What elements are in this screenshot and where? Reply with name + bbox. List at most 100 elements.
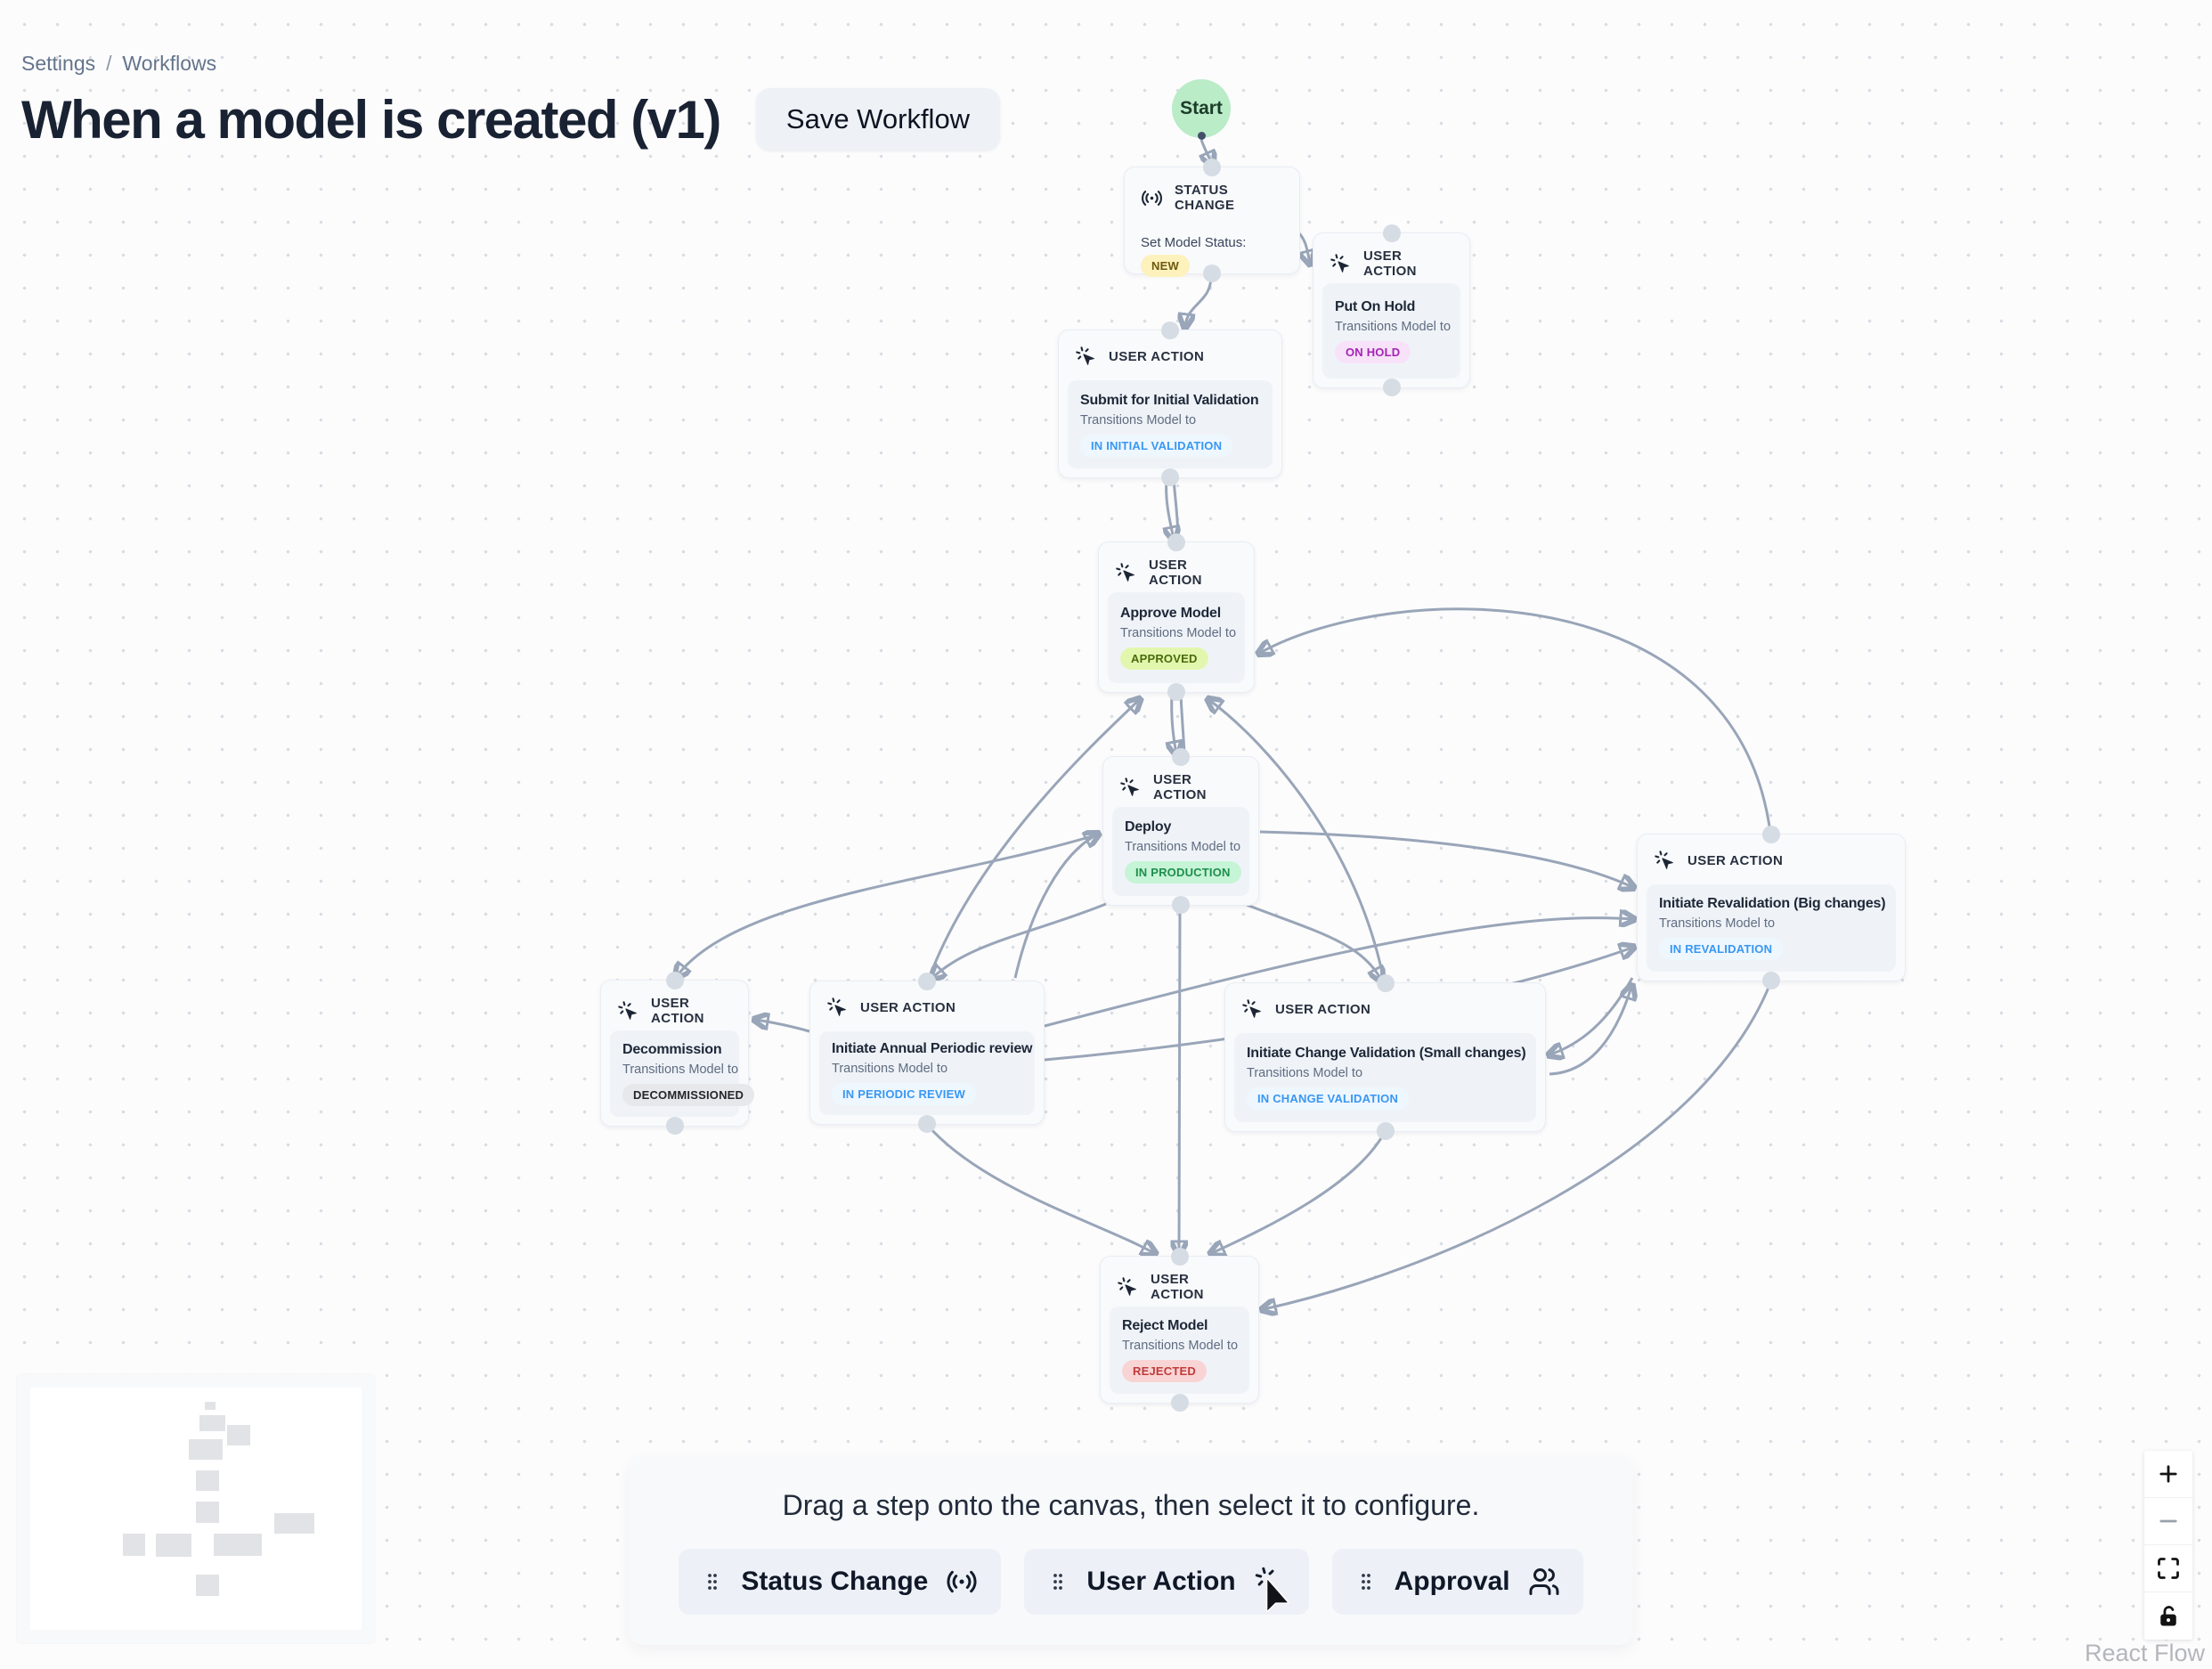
edge-periodic-deploy[interactable] [1013, 834, 1097, 979]
start-source-handle[interactable] [1198, 132, 1207, 140]
node-body: Reject Model Transitions Model to REJECT… [1110, 1307, 1249, 1394]
edge-deploy-changevalidation[interactable] [1246, 903, 1381, 980]
palette-item-status-change[interactable]: Status Change [679, 1549, 1002, 1615]
zoom-in-button[interactable] [2144, 1451, 2192, 1498]
node-header: USER ACTION [1103, 757, 1258, 818]
node-source-handle[interactable] [1376, 1122, 1395, 1140]
node-body: Approve Model Transitions Model to APPRO… [1108, 592, 1245, 683]
start-node-label: Start [1180, 98, 1223, 118]
node-title: Approve Model [1120, 606, 1221, 621]
node-initiate-annual-periodic-review[interactable]: USER ACTION Initiate Annual Periodic rev… [809, 973, 1045, 1133]
node-source-handle[interactable] [1172, 896, 1190, 914]
palette-hint-text: Drag a step onto the canvas, then select… [782, 1489, 1480, 1521]
node-body: Initiate Annual Periodic review Transiti… [819, 1031, 1035, 1115]
node-source-handle[interactable] [1161, 468, 1179, 486]
node-subtitle: Transitions Model to [1080, 412, 1197, 427]
node-deploy[interactable]: USER ACTION Deploy Transitions Model to … [1102, 748, 1259, 914]
lock-toggle-button[interactable] [2144, 1592, 2192, 1640]
node-initiate-revalidation[interactable]: USER ACTION Initiate Revalidation (Big c… [1637, 826, 1906, 989]
edge-periodic-revalidation-1[interactable] [1044, 918, 1632, 1028]
edge-deploy-periodic[interactable] [932, 902, 1107, 978]
node-subtitle: Transitions Model to [622, 1062, 739, 1077]
node-status-change[interactable]: STATUS CHANGE Set Model Status: NEW [1124, 159, 1300, 282]
node-target-handle[interactable] [1382, 224, 1401, 242]
breadcrumb-workflows[interactable]: Workflows [122, 52, 217, 75]
node-put-on-hold[interactable]: USER ACTION Put On Hold Transitions Mode… [1313, 224, 1470, 396]
node-start[interactable]: Start [1172, 79, 1231, 140]
edge-approve-deploy-1[interactable] [1172, 694, 1176, 753]
node-source-handle[interactable] [1203, 265, 1221, 282]
node-title: Initiate Change Validation (Small change… [1247, 1046, 1526, 1061]
lock-open-icon [2160, 1605, 2176, 1625]
node-title: Decommission [622, 1041, 722, 1057]
status-badge: IN REVALIDATION [1659, 938, 1784, 960]
fit-view-button[interactable] [2144, 1545, 2192, 1592]
edge-periodic-decommission[interactable] [756, 1020, 810, 1033]
minus-icon [2159, 1519, 2177, 1523]
node-source-handle[interactable] [918, 1115, 936, 1133]
node-source-handle[interactable] [1382, 379, 1401, 396]
node-target-handle[interactable] [1203, 159, 1221, 176]
minimap-node-decommission [123, 1534, 145, 1556]
node-type-label: USER ACTION [1149, 558, 1202, 588]
edge-changevalidation-revalidation[interactable] [1549, 987, 1631, 1076]
node-submit-initial-validation[interactable]: USER ACTION Submit for Initial Validatio… [1058, 322, 1282, 486]
palette-item-user-action[interactable]: User Action [1024, 1549, 1309, 1615]
node-source-handle[interactable] [1762, 972, 1780, 989]
node-subtitle: Transitions Model to [1122, 1339, 1239, 1353]
edge-deploy-decommission[interactable] [677, 832, 1102, 976]
minimap-node-status-change [199, 1415, 225, 1431]
mouse-pointer-click-icon [617, 1000, 639, 1022]
palette-item-label: User Action [1086, 1567, 1236, 1596]
node-source-handle[interactable] [1170, 1394, 1189, 1412]
edge-changevalidation-approve[interactable] [1209, 700, 1386, 981]
edge-revalidation-approve[interactable] [1260, 607, 1772, 834]
node-approve-model[interactable]: USER ACTION Approve Model Transitions Mo… [1098, 533, 1255, 701]
edge-deploy-revalidation[interactable] [1259, 830, 1632, 887]
node-target-handle[interactable] [665, 972, 684, 989]
node-subtitle: Transitions Model to [832, 1062, 948, 1076]
edge-periodic-approve[interactable] [927, 700, 1139, 980]
node-type-label: USER ACTION [1363, 248, 1417, 279]
grip-vertical-icon [702, 1567, 723, 1596]
breadcrumb-separator: / [106, 52, 112, 75]
node-decommission[interactable]: USER ACTION Decommission Transitions Mod… [600, 972, 755, 1135]
edge-changevalidation-reject[interactable] [1212, 1133, 1386, 1253]
edge-submit-approve-1[interactable] [1167, 479, 1174, 539]
edge-status-hold[interactable] [1299, 232, 1310, 263]
edge-revalidation-reject[interactable] [1264, 982, 1772, 1309]
minimap-node-deploy [196, 1502, 219, 1523]
node-target-handle[interactable] [1762, 826, 1780, 843]
edge-deploy-reject[interactable] [1179, 907, 1180, 1253]
edge-approve-deploy-2[interactable] [1179, 694, 1186, 754]
node-target-handle[interactable] [918, 973, 936, 990]
node-target-handle[interactable] [1170, 1248, 1189, 1266]
node-target-handle[interactable] [1376, 974, 1395, 992]
node-source-handle[interactable] [1167, 683, 1185, 701]
maximize-icon [2158, 1558, 2179, 1579]
edge-status-submit[interactable] [1185, 275, 1213, 326]
edge-periodic-reject[interactable] [927, 1125, 1154, 1253]
step-palette-panel: Drag a step onto the canvas, then select… [629, 1455, 1633, 1645]
palette-item-approval[interactable]: Approval [1331, 1549, 1583, 1615]
node-header: USER ACTION [1101, 1257, 1258, 1317]
node-target-handle[interactable] [1167, 533, 1185, 551]
zoom-out-button[interactable] [2144, 1498, 2192, 1545]
edge-submit-approve-2[interactable] [1172, 479, 1180, 540]
node-body-label: Set Model Status: [1141, 235, 1247, 250]
minimap[interactable] [17, 1374, 375, 1643]
node-reject-model[interactable]: USER ACTION Reject Model Transitions Mod… [1100, 1248, 1259, 1412]
radio-icon [946, 1566, 978, 1598]
breadcrumb-settings[interactable]: Settings [21, 52, 96, 75]
save-workflow-button[interactable]: Save Workflow [755, 88, 1001, 151]
node-title: Initiate Revalidation (Big changes) [1659, 896, 1886, 911]
node-target-handle[interactable] [1172, 748, 1190, 766]
node-subtitle: Transitions Model to [1125, 840, 1241, 854]
node-body: Initiate Change Validation (Small change… [1234, 1033, 1536, 1122]
node-target-handle[interactable] [1161, 322, 1179, 339]
node-source-handle[interactable] [665, 1117, 684, 1135]
node-type-label: USER ACTION [651, 996, 704, 1026]
status-badge: APPROVED [1120, 647, 1208, 670]
node-initiate-change-validation[interactable]: USER ACTION Initiate Change Validation (… [1224, 974, 1546, 1140]
